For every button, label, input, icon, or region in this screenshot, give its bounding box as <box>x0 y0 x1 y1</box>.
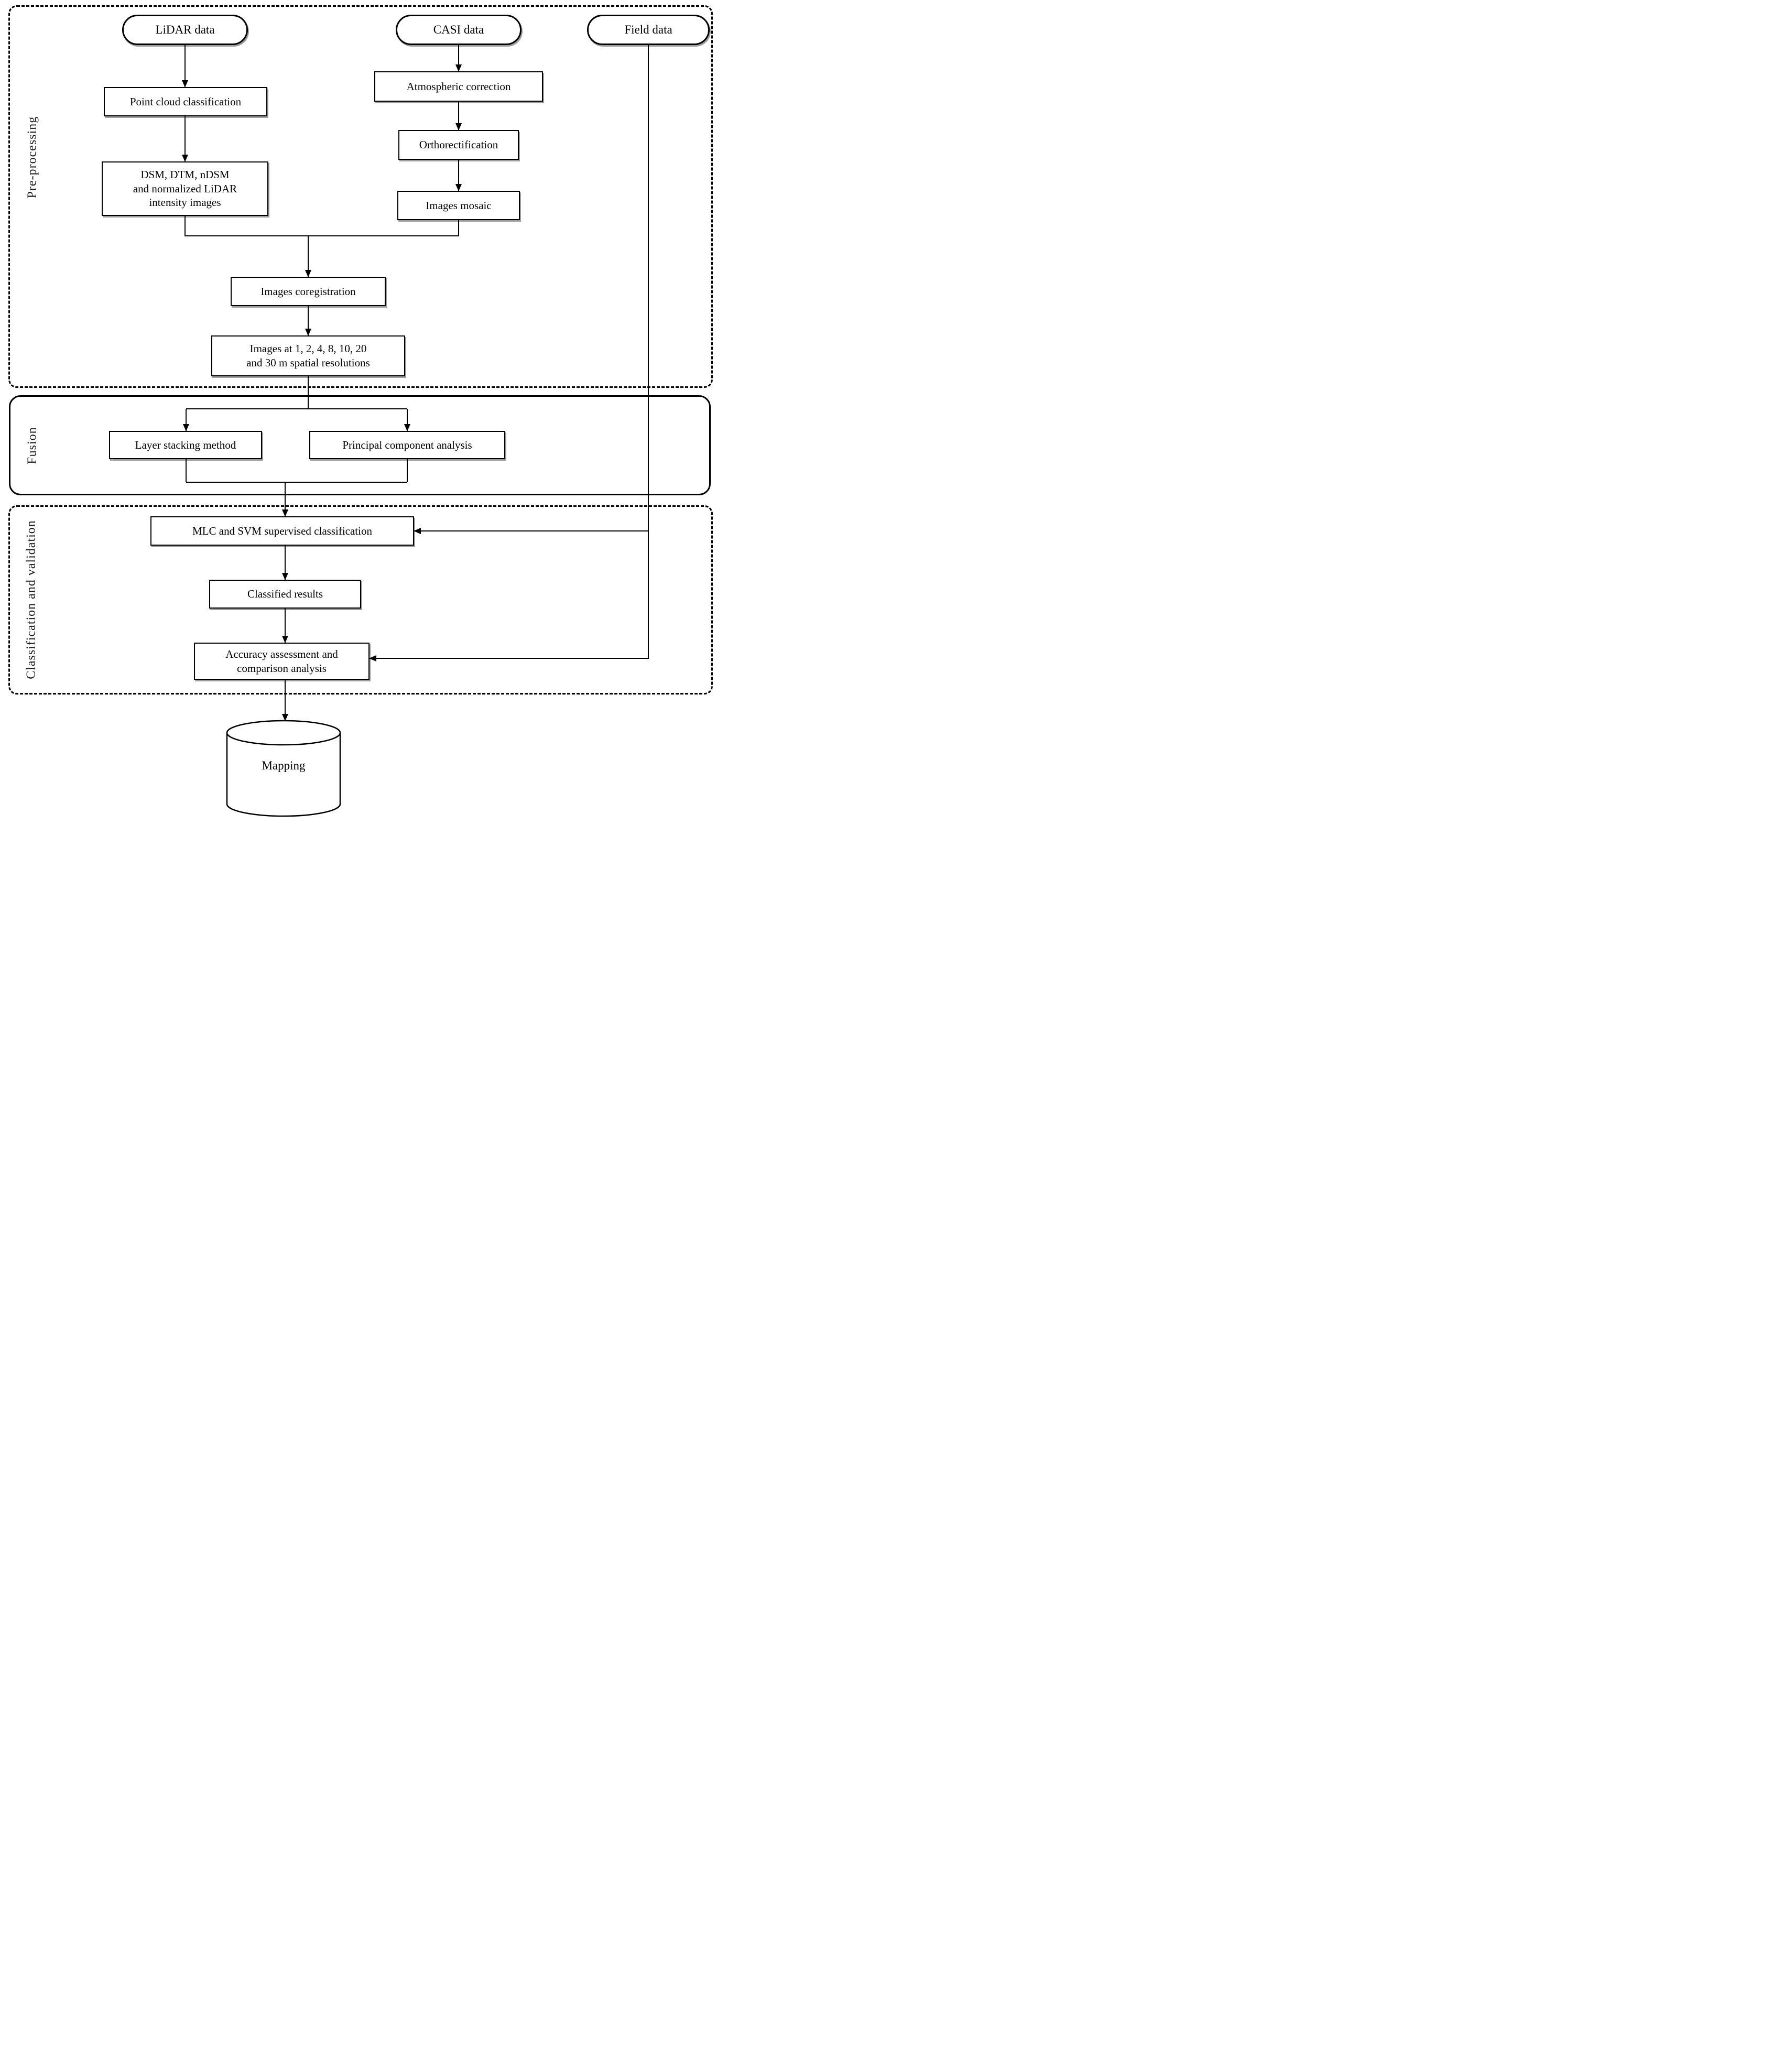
node-principal-component-analysis-label: Principal component analysis <box>342 438 472 451</box>
node-layer-stacking-method-label: Layer stacking method <box>135 438 236 451</box>
node-images-coregistration: Images coregistration <box>231 277 386 306</box>
node-lidar-data-label: LiDAR data <box>155 23 215 37</box>
node-classified-results: Classified results <box>209 580 361 609</box>
node-images-mosaic-label: Images mosaic <box>426 199 492 212</box>
node-field-data: Field data <box>587 15 710 45</box>
node-classified-results-label: Classified results <box>247 588 323 601</box>
node-images-mosaic: Images mosaic <box>397 191 520 220</box>
section-label-fusion: Fusion <box>25 427 39 464</box>
node-atmospheric-correction-label: Atmospheric correction <box>406 80 511 93</box>
node-casi-data-label: CASI data <box>433 23 484 37</box>
node-principal-component-analysis: Principal component analysis <box>309 431 505 459</box>
node-accuracy-assessment: Accuracy assessment and comparison analy… <box>194 643 370 680</box>
node-mapping-label: Mapping <box>262 759 306 772</box>
section-classification-border <box>8 505 713 694</box>
node-orthorectification: Orthorectification <box>398 130 519 160</box>
node-atmospheric-correction: Atmospheric correction <box>374 71 543 102</box>
section-preprocessing-border <box>8 5 713 388</box>
node-mlc-svm-classification: MLC and SVM supervised classification <box>150 516 414 546</box>
node-accuracy-assessment-label: Accuracy assessment and comparison analy… <box>225 647 338 675</box>
section-label-preprocessing: Pre-processing <box>25 116 39 199</box>
section-label-classification: Classification and validation <box>24 520 38 679</box>
node-spatial-resolutions-label: Images at 1, 2, 4, 8, 10, 20 and 30 m sp… <box>246 342 370 369</box>
node-layer-stacking-method: Layer stacking method <box>109 431 262 459</box>
node-point-cloud-classification-label: Point cloud classification <box>129 95 242 108</box>
node-dsm-dtm-ndsm: DSM, DTM, nDSM and normalized LiDAR inte… <box>102 161 268 216</box>
node-field-data-label: Field data <box>624 23 672 37</box>
node-spatial-resolutions: Images at 1, 2, 4, 8, 10, 20 and 30 m sp… <box>211 335 405 376</box>
flowchart-canvas: Pre-processing Fusion Classification and… <box>0 0 717 820</box>
section-fusion-border <box>9 395 711 495</box>
node-lidar-data: LiDAR data <box>122 15 248 45</box>
node-images-coregistration-label: Images coregistration <box>260 285 356 298</box>
mapping-cylinder-body <box>226 733 341 817</box>
node-casi-data: CASI data <box>396 15 522 45</box>
mapping-cylinder-top <box>226 720 341 746</box>
node-point-cloud-classification: Point cloud classification <box>104 87 267 116</box>
node-mlc-svm-classification-label: MLC and SVM supervised classification <box>192 524 372 537</box>
node-orthorectification-label: Orthorectification <box>419 138 498 151</box>
node-dsm-dtm-ndsm-label: DSM, DTM, nDSM and normalized LiDAR inte… <box>133 168 237 209</box>
